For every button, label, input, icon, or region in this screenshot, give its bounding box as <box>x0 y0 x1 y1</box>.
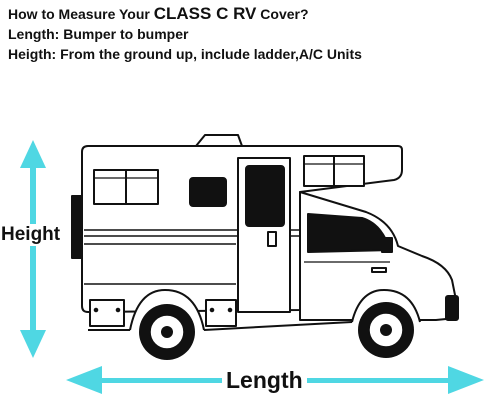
title-emphasis: CLASS C RV <box>153 4 257 23</box>
length-instruction: Length: Bumper to bumper <box>8 26 189 42</box>
instructions: How to Measure Your CLASS C RV Cover? Le… <box>8 4 498 64</box>
title-prefix: How to Measure Your <box>8 6 150 22</box>
front-wheel-icon <box>358 302 414 358</box>
rv-icon <box>71 134 459 331</box>
height-instruction: Heigth: From the ground up, include ladd… <box>8 46 362 62</box>
title-suffix: Cover? <box>260 6 309 22</box>
rear-wheel-icon <box>139 304 195 360</box>
length-label: Length <box>222 367 307 394</box>
height-label: Height <box>0 224 62 246</box>
height-arrow-icon <box>20 140 46 358</box>
title-line: How to Measure Your CLASS C RV Cover? <box>8 4 498 24</box>
